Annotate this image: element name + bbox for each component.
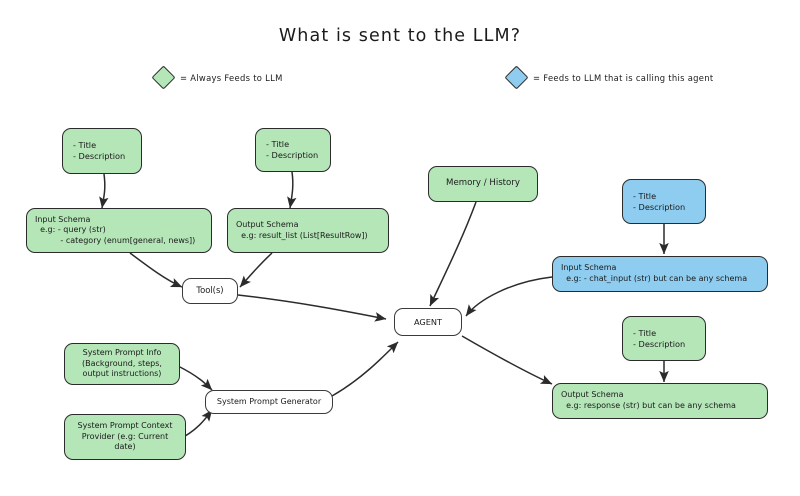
arrow-input-schema-to-tools	[129, 252, 183, 288]
node-agent-input-meta[interactable]: - Title - Description	[622, 179, 706, 224]
legend-item-always-feeds: = Always Feeds to LLM	[151, 65, 283, 90]
node-tools[interactable]: Tool(s)	[182, 278, 238, 304]
arrow-output-schema-to-tools	[239, 252, 273, 288]
node-memory-history[interactable]: Memory / History	[428, 166, 538, 202]
arrow-tool-output-meta-to-output-schema	[287, 171, 297, 209]
legend-swatch-green-diamond-icon	[151, 65, 176, 90]
legend-swatch-blue-diamond-icon	[504, 65, 529, 90]
node-agent-input-schema[interactable]: Input Schema e.g: - chat_input (str) but…	[552, 256, 768, 292]
legend-item-feeds-calling-agent: = Feeds to LLM that is calling this agen…	[504, 65, 714, 90]
page-title: What is sent to the LLM?	[278, 26, 522, 46]
node-tool-input-meta[interactable]: - Title - Description	[62, 128, 142, 174]
arrow-agent-to-output-schema	[461, 335, 553, 385]
legend-label-feeds-calling-agent: = Feeds to LLM that is calling this agen…	[533, 72, 714, 83]
node-system-prompt-generator[interactable]: System Prompt Generator	[205, 390, 333, 414]
arrow-agent-input-schema-to-agent	[465, 276, 553, 317]
arrow-tool-input-meta-to-input-schema	[99, 173, 109, 209]
node-agent-output-schema[interactable]: Output Schema e.g: response (str) but ca…	[552, 383, 768, 419]
arrow-tools-to-agent	[237, 294, 387, 322]
arrow-generator-to-agent	[331, 341, 399, 397]
node-agent[interactable]: AGENT	[394, 308, 462, 336]
node-system-prompt-context-provider[interactable]: System Prompt Context Provider (e.g: Cur…	[64, 414, 186, 460]
node-agent-output-meta[interactable]: - Title - Description	[622, 316, 706, 361]
arrow-memory-history-to-agent	[429, 201, 477, 307]
node-system-prompt-info[interactable]: System Prompt Info (Background, steps, o…	[64, 343, 180, 385]
arrow-system-prompt-info-to-generator	[177, 365, 213, 391]
node-tool-input-schema[interactable]: Input Schema e.g: - query (str) - catego…	[26, 208, 212, 253]
legend-label-always-feeds: = Always Feeds to LLM	[180, 72, 283, 83]
node-tool-output-schema[interactable]: Output Schema e.g: result_list (List[Res…	[227, 208, 389, 253]
node-tool-output-meta[interactable]: - Title - Description	[255, 128, 331, 172]
